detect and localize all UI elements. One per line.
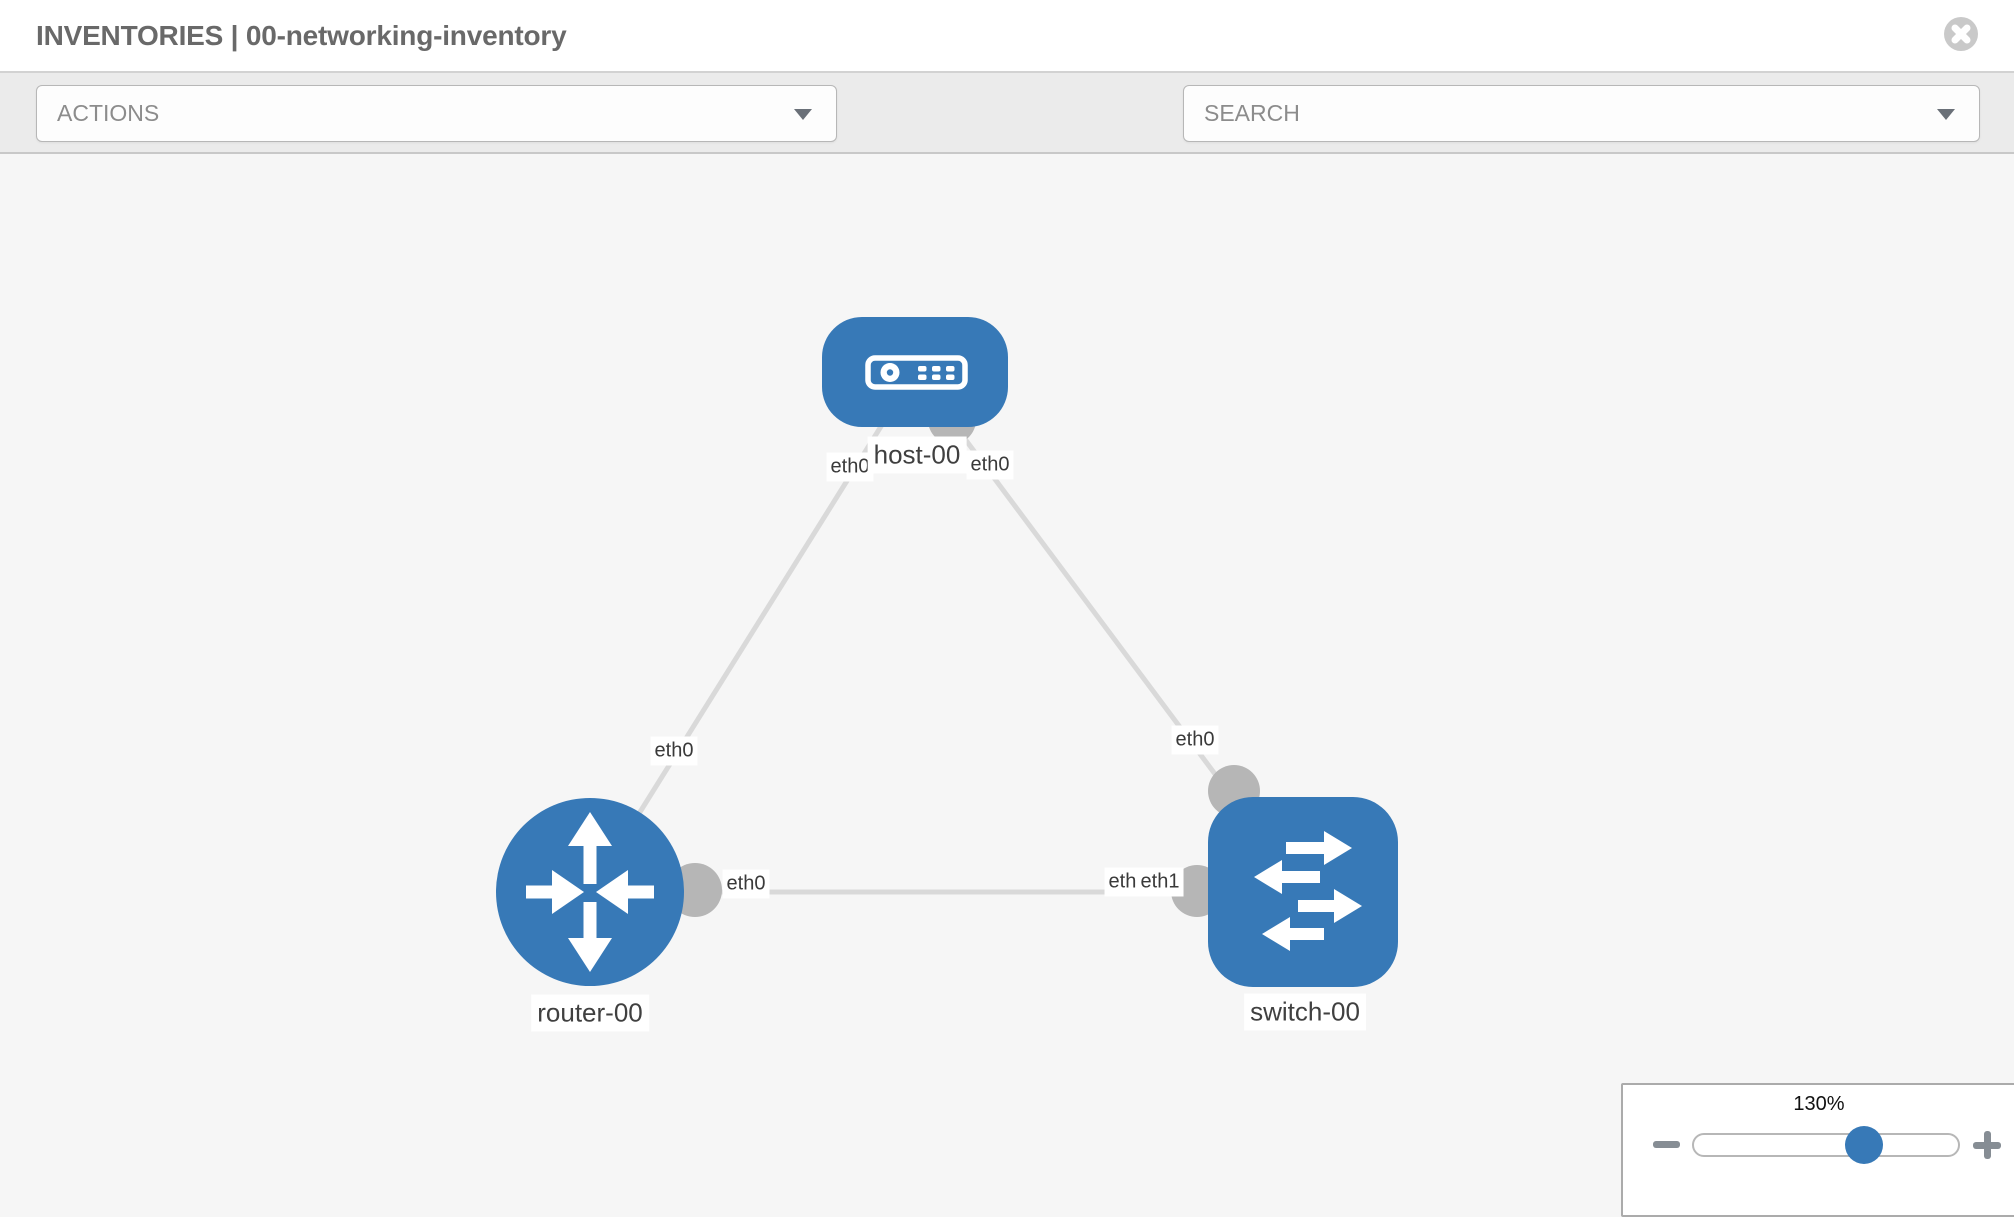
iface-label-host-right-eth0: eth0 <box>966 450 1014 480</box>
search-dropdown[interactable]: SEARCH <box>1183 85 1980 142</box>
chevron-down-icon <box>794 109 812 120</box>
iface-label-switch-top-eth0: eth0 <box>1171 725 1219 755</box>
node-switch-00[interactable] <box>1208 797 1398 987</box>
page-title: INVENTORIES | 00-networking-inventory <box>36 20 567 51</box>
router-icon <box>526 812 654 972</box>
node-router-00[interactable] <box>496 798 684 986</box>
zoom-in-button[interactable] <box>1973 1131 2001 1159</box>
host-icon <box>865 355 968 390</box>
node-label-host: host-00 <box>867 436 967 474</box>
switch-icon <box>1254 831 1362 951</box>
close-button[interactable] <box>1944 17 1978 51</box>
actions-dropdown[interactable]: ACTIONS <box>36 85 837 142</box>
zoom-slider-track[interactable] <box>1692 1133 1960 1157</box>
iface-label-host-left-eth0: eth0 <box>826 452 874 482</box>
topology-canvas[interactable]: eth0 eth0 eth0 eth0 eth0 eth0 eth1 host-… <box>0 154 2014 1200</box>
panel-header: INVENTORIES | 00-networking-inventory <box>0 0 2014 73</box>
node-label-switch: switch-00 <box>1244 993 1366 1031</box>
iface-label-router-host-eth0: eth0 <box>650 736 698 766</box>
chevron-down-icon <box>1937 109 1955 120</box>
topology-svg <box>496 317 1398 987</box>
close-icon <box>1951 24 1971 44</box>
toolbar: ACTIONS SEARCH <box>0 73 2014 212</box>
zoom-out-button[interactable] <box>1653 1141 1680 1148</box>
node-host-00[interactable] <box>822 317 1008 427</box>
iface-label-switch-left-eth1: eth1 <box>1136 867 1184 897</box>
zoom-level-value: 130% <box>1793 1093 1845 1115</box>
zoom-slider-thumb[interactable] <box>1845 1126 1883 1164</box>
zoom-control-panel: 130% <box>1621 1083 2014 1217</box>
plus-icon <box>1983 1131 1991 1159</box>
node-label-router: router-00 <box>531 994 649 1032</box>
iface-label-router-right-eth0: eth0 <box>722 869 770 899</box>
actions-dropdown-label: ACTIONS <box>57 100 160 126</box>
search-dropdown-label: SEARCH <box>1204 100 1300 126</box>
